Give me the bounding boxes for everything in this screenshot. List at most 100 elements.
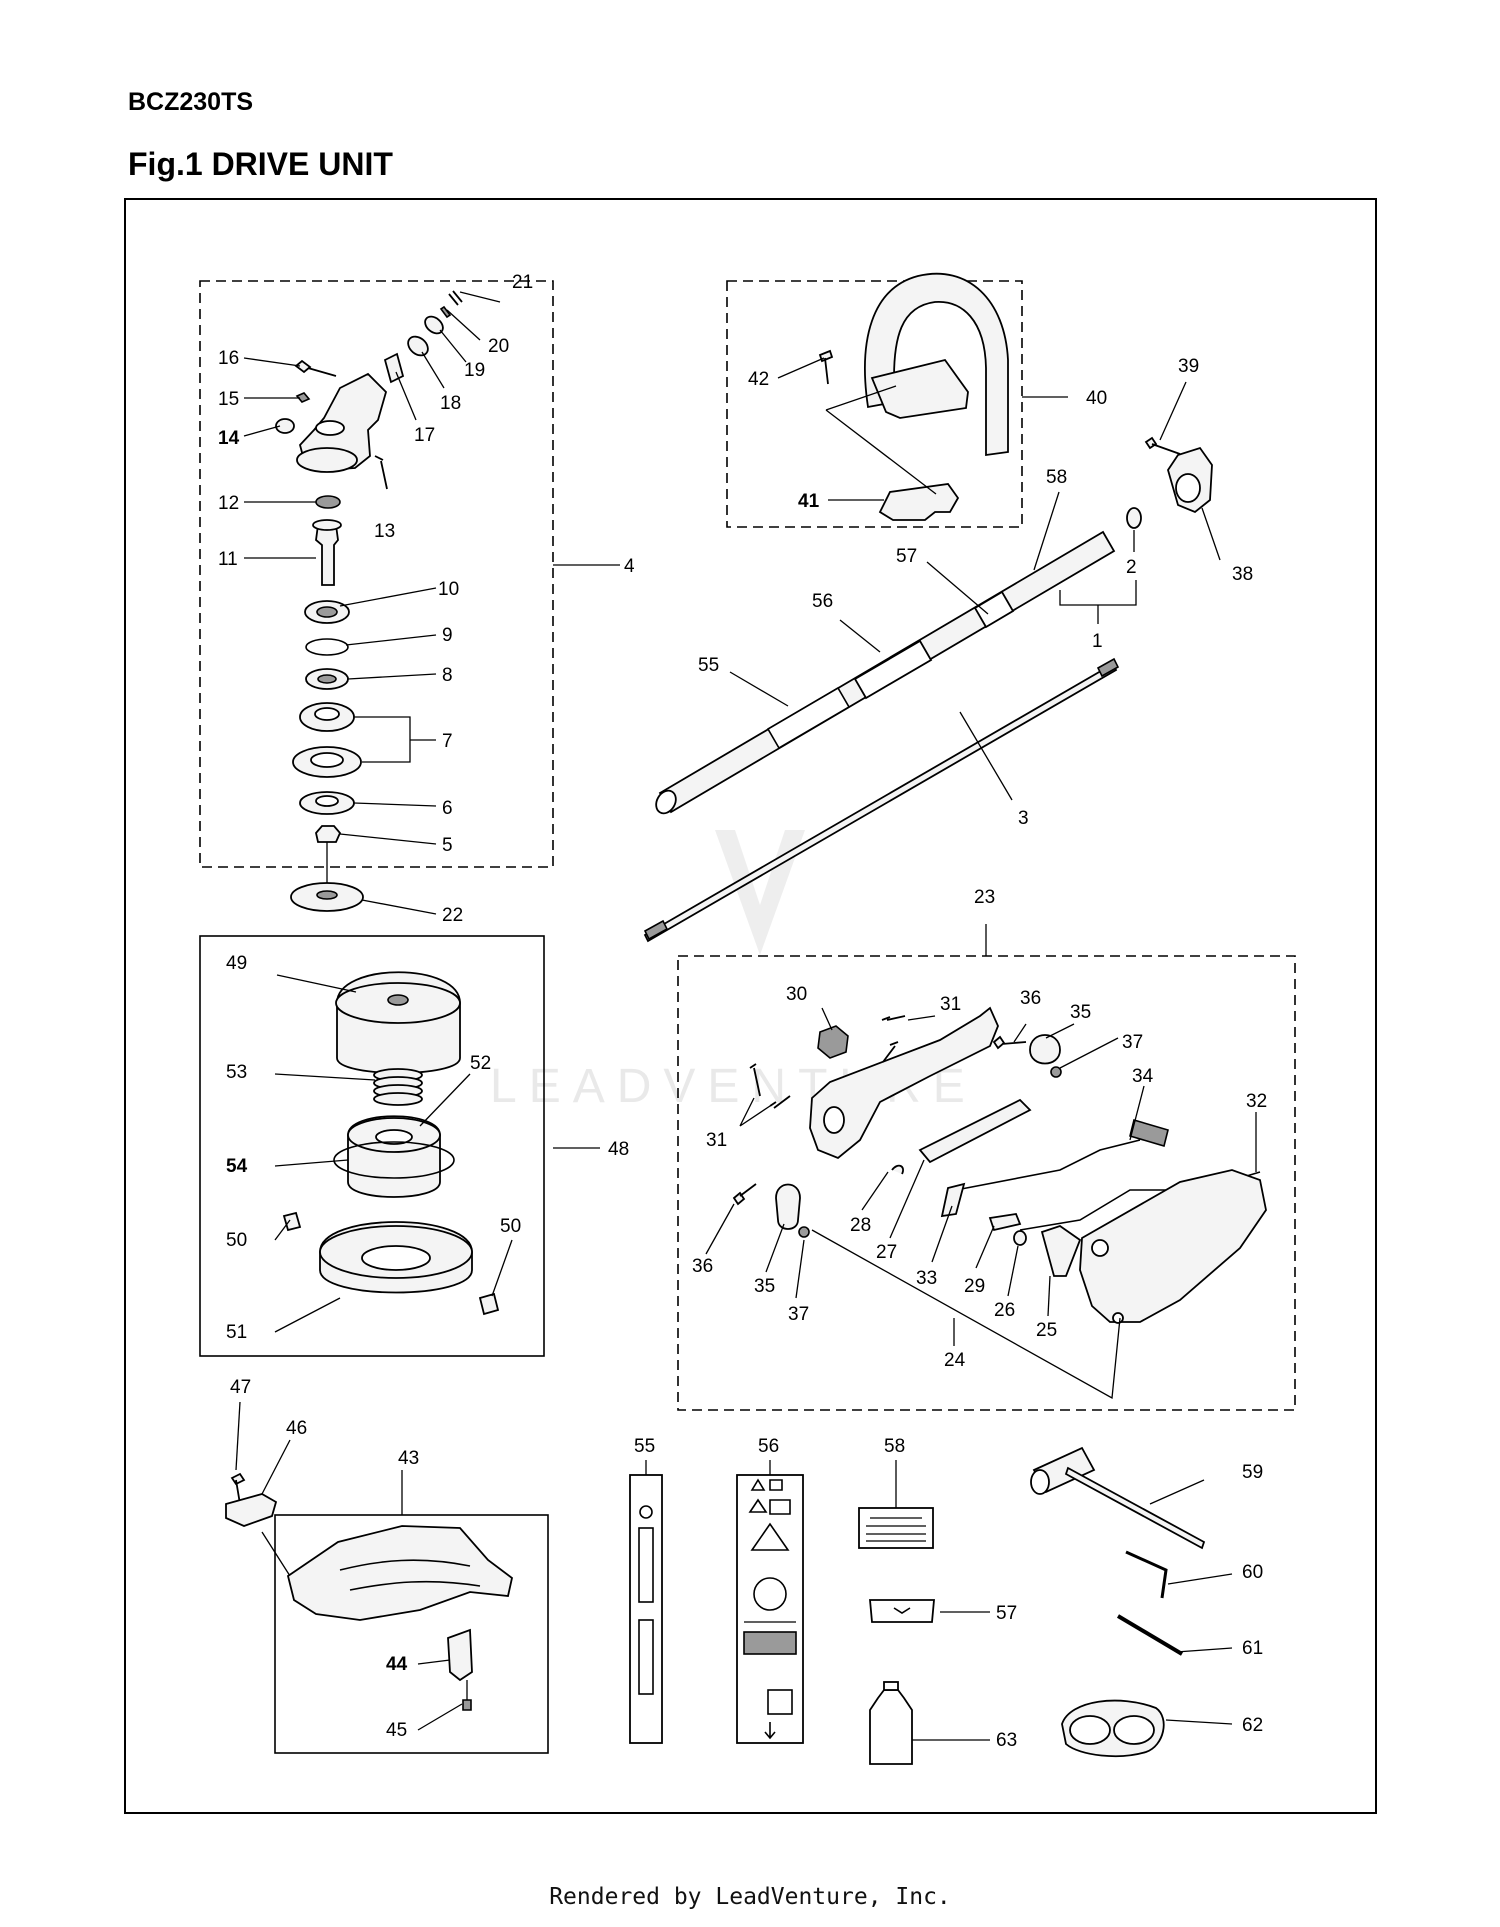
callout-20: 20	[488, 336, 509, 357]
part-60	[1125, 1550, 1168, 1599]
callout-41: 41	[798, 491, 820, 512]
handle-bar-group-box	[726, 280, 1023, 528]
callout-5: 5	[442, 835, 453, 856]
callout-labels: 21 20 19 18 17 16 15 14 13 12 11 10 9 8 …	[218, 272, 1267, 1751]
part-21	[448, 290, 463, 306]
callout-9: 9	[442, 625, 453, 646]
callout-51: 51	[226, 1322, 247, 1343]
callout-43: 43	[398, 1448, 419, 1469]
callout-8: 8	[442, 665, 453, 686]
callout-14: 14	[218, 428, 240, 449]
callout-61: 61	[1242, 1638, 1263, 1659]
trimmer-head-parts	[282, 971, 500, 1316]
callout-59: 59	[1242, 1462, 1263, 1483]
part-31-a	[881, 1015, 906, 1021]
callout-48: 48	[608, 1139, 629, 1160]
gear-case-parts	[275, 290, 463, 912]
part-31-b	[882, 1041, 899, 1063]
part-43	[286, 1525, 514, 1621]
part-57-band	[973, 590, 1015, 629]
callout-42: 42	[748, 369, 769, 390]
handle-assembly-parts	[732, 1006, 1267, 1400]
leader-lines	[235, 291, 1257, 1741]
part-39	[1144, 436, 1181, 455]
part-9	[305, 638, 349, 656]
callout-62: 62	[1242, 1715, 1263, 1736]
part-24	[809, 1006, 999, 1160]
part-14	[275, 418, 295, 434]
callout-33: 33	[916, 1268, 937, 1289]
callout-21: 21	[512, 272, 533, 293]
part-61	[1116, 1614, 1184, 1656]
part-37-b	[798, 1226, 810, 1238]
callout-2: 2	[1126, 557, 1137, 578]
part-50-right	[478, 1292, 500, 1316]
part-50-left	[282, 1211, 302, 1232]
shaft-parts	[643, 436, 1213, 943]
part-11	[315, 524, 339, 586]
callout-46: 46	[286, 1418, 307, 1439]
part-54	[333, 1141, 455, 1179]
part-20	[439, 305, 452, 319]
callout-57: 57	[896, 546, 917, 567]
handle-bar-parts	[818, 272, 1009, 521]
callout-45: 45	[386, 1720, 407, 1741]
part-15	[295, 392, 311, 403]
part-28	[891, 1164, 904, 1175]
guard-parts	[225, 1472, 514, 1711]
callout-55: 55	[698, 655, 719, 676]
part-40-clamp	[870, 358, 969, 419]
part-30	[817, 1025, 849, 1059]
part-3	[643, 662, 1118, 943]
part-56-label	[736, 1474, 804, 1744]
part-26	[1013, 1230, 1027, 1246]
callout-39: 39	[1178, 356, 1199, 377]
callout-30: 30	[786, 984, 807, 1005]
part-25	[1040, 1225, 1082, 1277]
callout-35-top: 35	[1070, 1002, 1091, 1023]
callout-26: 26	[994, 1300, 1015, 1321]
callout-13: 13	[374, 521, 395, 542]
guard-group-box	[274, 1514, 549, 1754]
figure-title: Fig.1 DRIVE UNIT	[128, 146, 393, 182]
accessory-parts	[629, 1446, 1206, 1765]
callout-55-accessory: 55	[634, 1436, 655, 1457]
callout-29: 29	[964, 1276, 985, 1297]
callout-38: 38	[1232, 564, 1253, 585]
diagram-frame	[124, 198, 1377, 1814]
part-5	[315, 825, 342, 843]
part-11-top	[312, 519, 342, 531]
callout-16: 16	[218, 348, 239, 369]
callout-37-left: 37	[788, 1304, 809, 1325]
gear-case-flange	[296, 447, 358, 473]
callout-19: 19	[464, 360, 485, 381]
callout-40: 40	[1086, 388, 1107, 409]
callout-36-top: 36	[1020, 988, 1041, 1009]
callout-53: 53	[226, 1062, 247, 1083]
trimmer-head-group-box	[199, 935, 545, 1357]
callout-52: 52	[470, 1053, 491, 1074]
part-18	[407, 335, 429, 357]
part-37-a	[1050, 1066, 1062, 1078]
part-2	[1126, 507, 1142, 529]
part-36-a	[992, 1035, 1027, 1050]
part-46	[225, 1493, 278, 1527]
footer-credit: Rendered by LeadVenture, Inc.	[549, 1884, 951, 1910]
callout-15: 15	[218, 389, 239, 410]
part-42	[818, 349, 834, 385]
callout-54: 54	[226, 1156, 248, 1177]
callout-12: 12	[218, 493, 239, 514]
callout-28: 28	[850, 1215, 871, 1236]
callout-27: 27	[876, 1242, 897, 1263]
callout-32: 32	[1246, 1091, 1267, 1112]
callout-11: 11	[218, 549, 238, 570]
callout-18: 18	[440, 393, 461, 414]
part-27	[918, 1098, 1032, 1164]
part-35-b	[775, 1183, 801, 1230]
callout-63: 63	[996, 1730, 1017, 1751]
part-31-c	[749, 1063, 761, 1097]
part-56-band	[853, 639, 933, 700]
callout-34: 34	[1132, 1066, 1154, 1087]
part-16	[294, 359, 337, 377]
callout-50-right: 50	[500, 1216, 521, 1237]
